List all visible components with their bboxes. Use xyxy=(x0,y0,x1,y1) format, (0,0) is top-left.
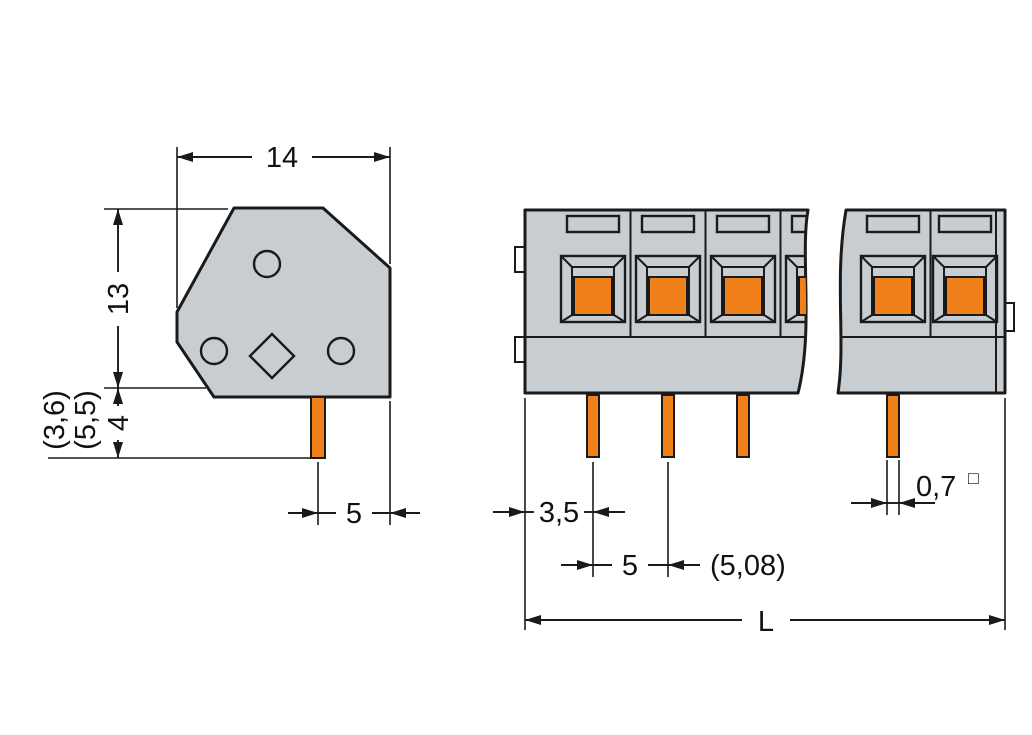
front-view xyxy=(514,208,1015,458)
front-units-right xyxy=(838,210,1005,393)
wire-entry-diamond xyxy=(248,332,296,380)
hole-bottom-left xyxy=(199,336,229,366)
square-section-symbol: □ xyxy=(968,468,979,488)
dim-label-pitch: 5 xyxy=(622,550,638,582)
dim-label-height: 13 xyxy=(103,283,135,315)
dim-pin-to-edge-5: 5 xyxy=(288,401,420,530)
hole-top xyxy=(252,249,282,279)
dim-label-edge-to-pin: 3,5 xyxy=(539,497,579,529)
dim-alt-pin-lengths: (3,6) (5,5) xyxy=(39,390,102,450)
dim-pin-cross-section: 0,7 □ xyxy=(851,460,979,515)
dim-edge-to-pin-3-5: 3,5 xyxy=(493,398,625,630)
dim-label-pin-cross-section: 0,7 xyxy=(916,471,956,503)
dim-label-overall-length: L xyxy=(758,606,774,638)
dim-label-pitch-alt: (5,08) xyxy=(710,550,786,582)
solder-pin-1 xyxy=(586,394,600,458)
dim-label-width: 14 xyxy=(266,142,298,174)
dim-label-pin-length-alt-a: (3,6) xyxy=(39,390,71,450)
dim-overall-length: L xyxy=(525,398,1006,638)
dim-width-14: 14 xyxy=(176,142,391,308)
solder-pin-side xyxy=(310,396,326,459)
dim-label-pin-length: 4 xyxy=(103,415,135,431)
terminal-body-side xyxy=(175,206,392,399)
dim-pin-length-4: 4 xyxy=(48,388,312,459)
hole-bottom-right xyxy=(326,336,356,366)
solder-pin-4 xyxy=(886,394,900,458)
solder-pin-3 xyxy=(736,394,750,458)
dim-label-pin-length-alt-b: (5,5) xyxy=(70,390,102,450)
dim-label-pin-to-edge: 5 xyxy=(346,498,362,530)
dim-pitch-5: 5 (5,08) xyxy=(561,462,786,582)
side-view xyxy=(175,206,392,459)
front-units-left xyxy=(525,210,808,338)
solder-pin-2 xyxy=(661,394,675,458)
